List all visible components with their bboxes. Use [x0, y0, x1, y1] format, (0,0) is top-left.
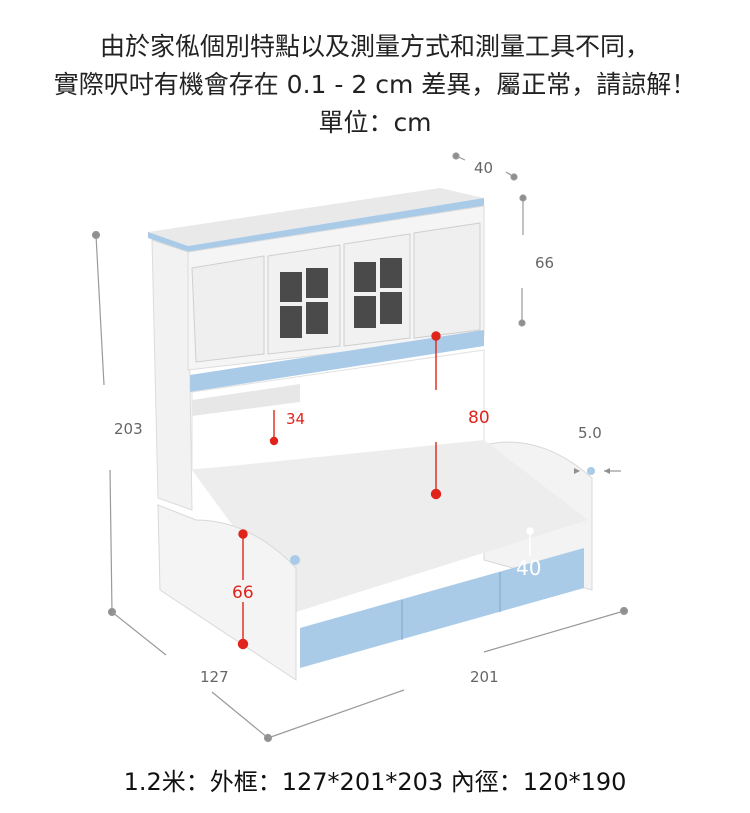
- disclaimer-line-1: 由於家俬個別特點以及測量方式和測量工具不同，: [99, 32, 650, 61]
- dimension-guides: [91, 152, 629, 743]
- dim-headroom: 80: [468, 408, 490, 428]
- dim-top-depth: 40: [474, 159, 494, 177]
- dim-side-height: 66: [232, 583, 254, 603]
- disclaimer-line-2: 實際呎吋有機會存在 0.1 - 2 cm 差異，屬正常，請諒解！: [53, 70, 697, 99]
- cabinet-structure: [148, 188, 595, 681]
- dim-post-width: 5.0: [578, 424, 602, 442]
- size-spec: 1.2米：外框：127*201*203 內徑：120*190: [123, 768, 627, 796]
- dim-cabinet-height: 66: [535, 254, 555, 272]
- dim-drawer-depth: 40: [516, 556, 542, 580]
- dim-total-height: 203: [114, 420, 143, 438]
- measurement-markers: [237, 331, 442, 650]
- dim-shelf-gap: 34: [286, 410, 306, 428]
- unit-label: 單位：cm: [318, 108, 432, 137]
- dim-length: 201: [470, 668, 499, 686]
- dim-width: 127: [200, 668, 229, 686]
